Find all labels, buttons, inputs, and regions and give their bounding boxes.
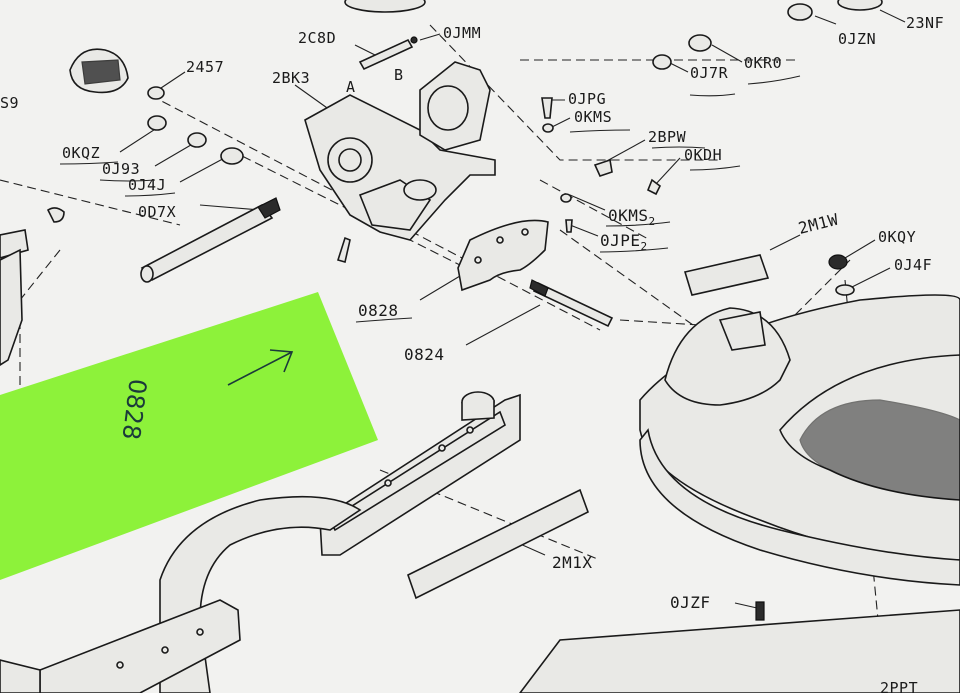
- hand-underlines: [59, 75, 801, 323]
- label-0d7x: 0D7X: [138, 203, 176, 221]
- cap-nut-top: [787, 0, 883, 21]
- label-0jpe2: 0JPE2: [600, 231, 648, 253]
- label-a: A: [346, 78, 356, 96]
- sticky-note-paper: [0, 292, 378, 580]
- label-0j4j: 0J4J: [128, 176, 166, 194]
- label-b: B: [394, 66, 404, 84]
- label-0j93: 0J93: [102, 160, 140, 178]
- sticky-note: 0828: [0, 292, 378, 580]
- label-23nf: 23NF: [906, 14, 944, 32]
- assembly-line: [539, 179, 651, 241]
- label-2457: 2457: [186, 58, 224, 76]
- tag-2m1x: [407, 488, 589, 600]
- assembly-line: [0, 179, 181, 226]
- cylinder-top: [344, 0, 426, 13]
- assembly-line: [19, 249, 61, 400]
- left-edge-part: [0, 248, 23, 366]
- clip-2bpw: [593, 158, 613, 177]
- label-0kqy: 0KQY: [878, 228, 916, 246]
- label-0kqz: 0KQZ: [62, 144, 100, 162]
- label-0kms2: 0KMS2: [608, 206, 656, 228]
- table-base: [639, 294, 960, 586]
- base-left: [0, 495, 362, 693]
- label-2bpw: 2BPW: [648, 128, 687, 146]
- shaft-0d7x: [140, 197, 281, 283]
- pin-0824: [529, 279, 614, 328]
- plate-0828: [457, 219, 549, 292]
- label-0jzn: 0JZN: [838, 30, 876, 48]
- base-right: [518, 609, 960, 693]
- handwritten-arrow-head: [269, 349, 294, 373]
- label-2ppt: 2PPT: [880, 679, 918, 693]
- tag-2m1w: [683, 254, 770, 296]
- label-2m1x: 2M1X: [552, 553, 593, 572]
- fence-arm: [319, 391, 521, 556]
- screw-set: [0, 97, 765, 621]
- label-0j7r: 0J7R: [690, 64, 729, 82]
- handwritten-arrow: [227, 351, 293, 386]
- label-0kms: 0KMS: [574, 108, 612, 126]
- assembly-line: [559, 229, 701, 331]
- label-0j4f: 0J4F: [894, 256, 932, 274]
- label-2m1w: 2M1W: [796, 210, 840, 238]
- assembly-line: [379, 469, 601, 561]
- pin-2c8d: [358, 36, 418, 71]
- label-0kdh: 0KDH: [684, 146, 722, 164]
- part-labels: 2C8D 0JMM 2457 2BK3 A B S9 0KQZ 0J93 0J4…: [0, 14, 944, 693]
- bracket-2bk3: [304, 61, 496, 241]
- label-0jpg: 0JPG: [568, 90, 606, 108]
- label-2c8d: 2C8D: [298, 29, 336, 47]
- label-2bk3: 2BK3: [272, 69, 310, 87]
- label-0jzf: 0JZF: [670, 593, 711, 612]
- label-0828: 0828: [358, 301, 399, 320]
- knob-part: [69, 48, 129, 94]
- label-s9: S9: [0, 94, 19, 112]
- label-0jmm: 0JMM: [443, 24, 481, 42]
- washer-set: [147, 34, 855, 296]
- label-0kr0: 0KR0: [744, 54, 782, 72]
- label-0824: 0824: [404, 345, 445, 364]
